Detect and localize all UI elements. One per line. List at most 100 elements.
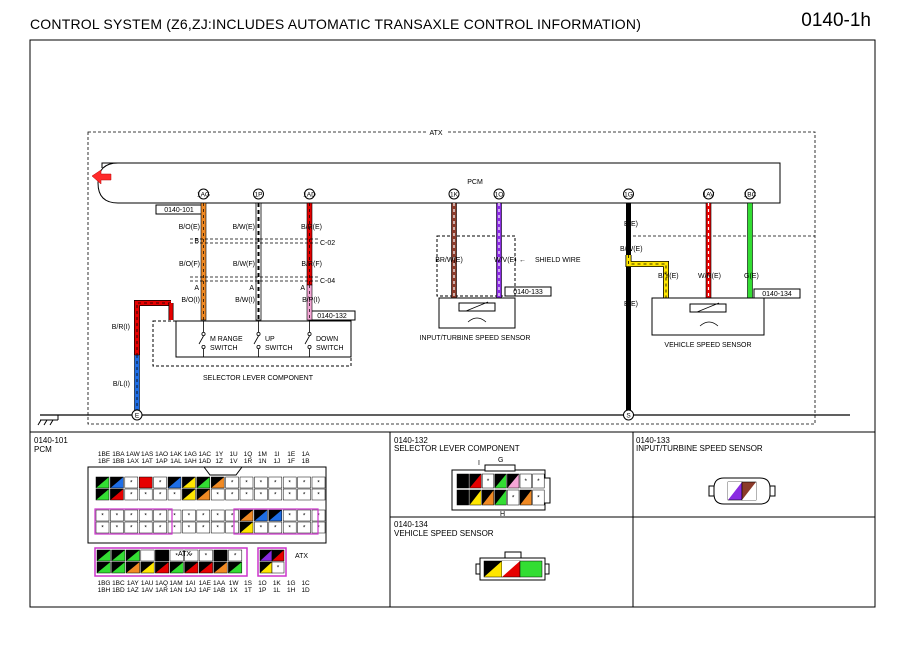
pcm-pin-mark: * bbox=[317, 525, 320, 532]
ground-wire-b-r bbox=[134, 300, 171, 355]
pcm-pin-wire bbox=[196, 477, 210, 488]
pcm-pin-label: 1Z bbox=[215, 458, 223, 465]
terminal-label: 1P bbox=[255, 192, 263, 199]
pcm-pin-empty bbox=[297, 488, 311, 501]
shield-label: SHIELD WIRE bbox=[535, 257, 581, 264]
pcm-pin-label: 1AG bbox=[184, 451, 197, 458]
pcm-pin-mark: * bbox=[274, 480, 277, 487]
pcm-pin-wire bbox=[184, 562, 198, 573]
pcm-pin-empty bbox=[167, 521, 182, 534]
pcm-pin-mark: * bbox=[130, 492, 133, 499]
pcm-pin-empty bbox=[210, 509, 225, 522]
pcm-pin-label: 1BB bbox=[112, 458, 124, 465]
sensor-gear-icon bbox=[467, 317, 487, 323]
terminal-1p bbox=[253, 188, 264, 200]
pcm-pin-empty bbox=[110, 509, 124, 522]
pcm-pin-mark: * bbox=[190, 553, 193, 560]
pcm-pin-empty bbox=[210, 488, 225, 501]
pcm-pin-mark: * bbox=[274, 525, 277, 532]
pcm-pin-empty bbox=[532, 473, 545, 489]
pcm-pin-wire bbox=[240, 510, 253, 521]
pcm-pin-empty bbox=[282, 488, 297, 501]
pcm-pin-wire bbox=[260, 550, 272, 561]
pcm-pin-label: 1AN bbox=[170, 587, 183, 594]
wire-label: B(E) bbox=[624, 301, 638, 308]
ground-label: E bbox=[135, 413, 140, 420]
pcm-pin-wire bbox=[196, 489, 210, 500]
pcm-pin-wire bbox=[502, 561, 520, 577]
pcm-pin-label: 1AO bbox=[155, 451, 168, 458]
pcm-pin-empty bbox=[311, 476, 326, 489]
vss-connector-latch bbox=[475, 563, 481, 575]
pcm-pin-empty bbox=[311, 488, 326, 501]
pcm-connector-key bbox=[203, 466, 243, 476]
pcm-pin-label: 1AZ bbox=[127, 587, 139, 594]
pcm-pin-label: 1AJ bbox=[185, 587, 196, 594]
pcm-pin-wire bbox=[155, 562, 169, 573]
turbine-connector-code: 0140-133 bbox=[513, 289, 543, 296]
pcm-pin-wire bbox=[456, 473, 469, 489]
atx-label: ATX bbox=[429, 130, 442, 137]
wire-label: W/V(E) bbox=[494, 257, 517, 264]
turbine-connector-latch bbox=[769, 485, 776, 497]
pcm-pin-mark: * bbox=[173, 492, 176, 499]
pcm-pin-mark: * bbox=[303, 492, 306, 499]
shield-arrow-icon: ← bbox=[519, 257, 526, 264]
pcm-pin-mark: * bbox=[537, 478, 540, 485]
pcm-pin-mark: * bbox=[303, 480, 306, 487]
pcm-pin-empty bbox=[225, 521, 239, 534]
selector-connector-latch bbox=[484, 464, 516, 472]
pcm-pin-label: 1Q bbox=[244, 451, 253, 458]
ground-point-s bbox=[623, 409, 634, 421]
pcm-pin-label: 1L bbox=[273, 587, 281, 594]
wire-stripe bbox=[136, 302, 171, 355]
pcm-pin-wire bbox=[97, 562, 111, 573]
turbine-sensor-box bbox=[438, 297, 516, 329]
sensor-element-icon bbox=[458, 302, 496, 312]
pcm-pin-label: 1K bbox=[273, 580, 282, 587]
pcm-pin-label: 1U bbox=[229, 451, 238, 458]
pcm-pin-label: 1R bbox=[244, 458, 253, 465]
pcm-pin-empty bbox=[210, 521, 225, 534]
pcm-pin-empty bbox=[124, 509, 139, 522]
pcm-pin-mark: * bbox=[159, 480, 162, 487]
pcm-pin-mark: * bbox=[303, 525, 306, 532]
pcm-pin-empty bbox=[532, 489, 545, 506]
sensor-gear-icon bbox=[699, 321, 719, 327]
wire-label: B/W(F) bbox=[233, 261, 255, 268]
pcm-pin-label: 1AR bbox=[155, 587, 168, 594]
pcm-pin-empty bbox=[507, 489, 520, 506]
pcm-pin-wire bbox=[110, 477, 124, 488]
pcm-pin-empty bbox=[268, 488, 283, 501]
terminal-1ad bbox=[304, 188, 315, 200]
pcm-pin-mark: * bbox=[525, 478, 528, 485]
pcm-pin-wire bbox=[182, 489, 196, 500]
pcm-pin-mark: * bbox=[260, 480, 263, 487]
pcm-pin-label: 1AE bbox=[199, 580, 212, 587]
selector-pin-grid: ***** bbox=[456, 473, 545, 506]
pcm-pin-mark: * bbox=[260, 492, 263, 499]
pin-label: A bbox=[194, 285, 199, 292]
pcm-pin-wire bbox=[140, 562, 155, 573]
pcm-pin-label: 1B bbox=[302, 458, 310, 465]
pcm-pin-wire bbox=[456, 489, 469, 506]
terminal-1o bbox=[493, 188, 505, 200]
pcm-pin-wire bbox=[260, 562, 272, 573]
pcm-pin-empty bbox=[196, 509, 211, 522]
vss-connector-code: 0140-134 bbox=[762, 291, 792, 298]
pcm-pin-empty bbox=[297, 476, 311, 489]
pcm-pin-mark: * bbox=[188, 513, 191, 520]
pcm-pin-wire bbox=[228, 562, 242, 573]
pcm-pin-empty bbox=[182, 509, 196, 522]
switch-label: SWITCH bbox=[265, 345, 293, 352]
pcm-pin-mark: * bbox=[231, 513, 234, 520]
pcm-pin-empty bbox=[153, 488, 167, 501]
sensor-element-icon bbox=[689, 303, 727, 313]
terminal-1g bbox=[623, 188, 634, 200]
turbine-panel-name: INPUT/TURBINE SPEED SENSOR bbox=[636, 444, 763, 453]
pcm-pin-mark: * bbox=[216, 513, 219, 520]
pcm-atx-tag: ATX bbox=[295, 553, 308, 560]
wire-label: B/Y(E) bbox=[658, 273, 679, 280]
pcm-pin-label: 1AH bbox=[184, 458, 197, 465]
pcm-pin-mark: * bbox=[317, 492, 320, 499]
